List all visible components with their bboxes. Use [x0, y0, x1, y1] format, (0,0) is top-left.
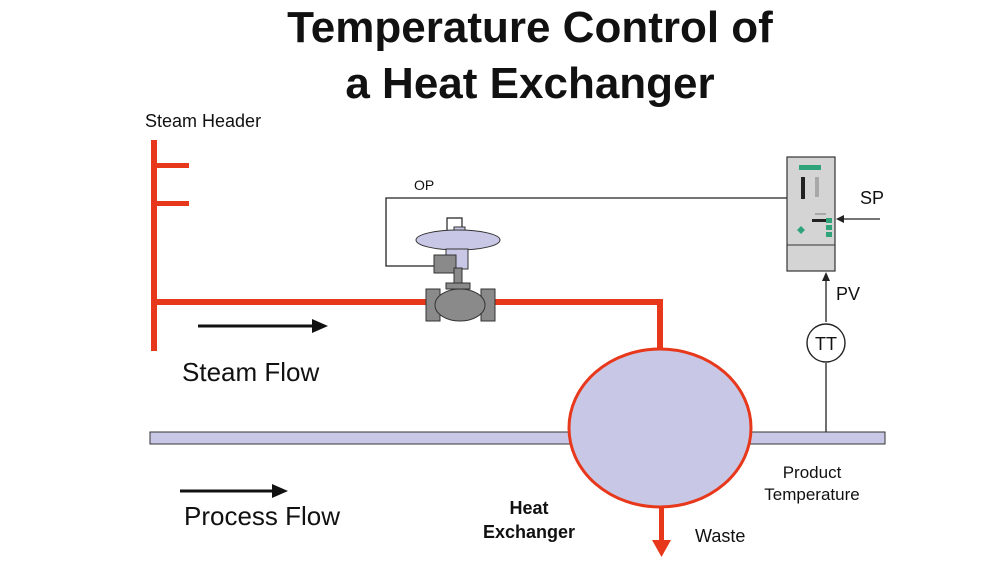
heat-exchanger-label-line-2: Exchanger [483, 522, 575, 542]
pv-signal-line [822, 272, 830, 432]
temperature-transmitter-bubble [806, 323, 846, 363]
temperature-controller [786, 156, 836, 272]
process-pipe [149, 431, 886, 445]
op-label: OP [414, 177, 434, 193]
tt-label: TT [815, 334, 837, 354]
product-temperature-label-line-1: Product [783, 463, 842, 482]
steam-flow-arrow [198, 319, 328, 333]
waste-outlet [652, 507, 671, 557]
product-temperature-label-line-2: Temperature [764, 485, 859, 504]
title-line-2: a Heat Exchanger [345, 59, 714, 108]
process-flow-arrow [180, 484, 288, 498]
steam-line-pipe [157, 299, 663, 355]
pv-label: PV [836, 284, 860, 304]
heat-exchanger-label-line-1: Heat [509, 498, 548, 518]
title-line-1: Temperature Control of [287, 3, 773, 52]
control-valve [415, 217, 501, 322]
waste-label: Waste [695, 526, 745, 546]
sp-arrow [836, 215, 880, 223]
steam-flow-label: Steam Flow [182, 357, 319, 387]
op-signal-line [385, 197, 787, 267]
steam-header-label: Steam Header [145, 111, 261, 131]
steam-header-pipe [151, 140, 189, 351]
process-flow-label: Process Flow [184, 501, 340, 531]
sp-label: SP [860, 188, 884, 208]
heat-exchanger-shell [567, 347, 753, 509]
